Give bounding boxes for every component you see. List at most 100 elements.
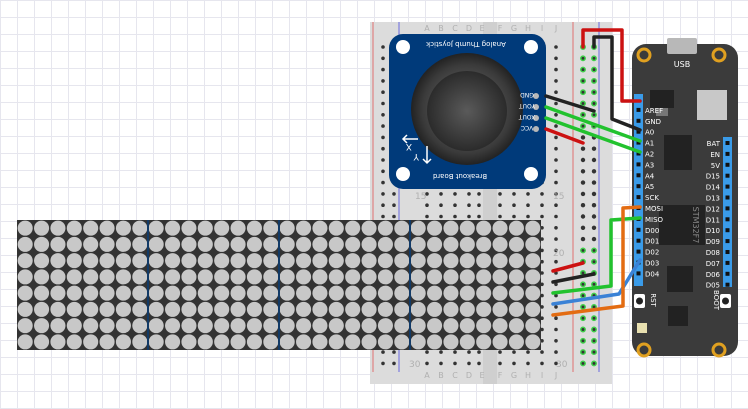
breadboard-hole[interactable]: [477, 361, 481, 366]
breadboard-hole[interactable]: [540, 214, 544, 219]
breadboard-hole[interactable]: [540, 350, 544, 354]
breadboard-hole[interactable]: [554, 316, 558, 321]
breadboard-hole[interactable]: [591, 180, 597, 185]
breadboard-hole[interactable]: [512, 214, 516, 219]
matrix-din-wire[interactable]: [551, 216, 642, 295]
breadboard-hole[interactable]: [554, 282, 558, 287]
breadboard-hole[interactable]: [591, 315, 597, 322]
joystick-knob-cap[interactable]: [427, 71, 507, 151]
breadboard-hole[interactable]: [554, 192, 558, 196]
mcu-pin[interactable]: [725, 173, 730, 178]
breadboard-hole[interactable]: [580, 292, 586, 299]
breadboard-hole[interactable]: [453, 361, 457, 366]
breadboard-hole[interactable]: [467, 350, 471, 354]
breadboard-hole[interactable]: [498, 192, 502, 196]
mcu-pin[interactable]: [725, 162, 730, 167]
matrix-gnd-wire[interactable]: [551, 272, 596, 284]
mcu-pin[interactable]: [636, 195, 641, 200]
breadboard-hole[interactable]: [425, 203, 429, 207]
breadboard-hole[interactable]: [425, 214, 429, 219]
breadboard-hole[interactable]: [453, 192, 457, 196]
breadboard-hole[interactable]: [591, 326, 597, 333]
breadboard-hole[interactable]: [477, 192, 481, 196]
stm32f7-board[interactable]: USB STM32F7 RST BOOT AREFGNDA0A1A2A3A4A5…: [632, 38, 738, 358]
ground-black-wire[interactable]: [592, 35, 642, 132]
mcu-pin[interactable]: [636, 140, 641, 145]
breadboard-hole[interactable]: [425, 361, 429, 366]
breadboard-hole[interactable]: [580, 146, 586, 151]
breadboard-hole[interactable]: [591, 169, 597, 174]
mcu-pin[interactable]: [725, 239, 730, 244]
breadboard-hole[interactable]: [580, 303, 586, 310]
breadboard-hole[interactable]: [580, 349, 586, 356]
breadboard-hole[interactable]: [392, 192, 396, 196]
mcu-pin[interactable]: [725, 184, 730, 189]
breadboard-hole[interactable]: [580, 236, 586, 242]
joystick-vcc-wire[interactable]: [544, 127, 585, 145]
breadboard-hole[interactable]: [591, 157, 597, 163]
mcu-pin[interactable]: [636, 227, 641, 232]
breadboard-hole[interactable]: [591, 236, 597, 242]
joystick-yout-wire[interactable]: [544, 105, 642, 143]
breadboard-hole[interactable]: [591, 281, 597, 288]
breadboard-hole[interactable]: [554, 79, 558, 83]
mcu-pin[interactable]: [725, 151, 730, 156]
breadboard-hole[interactable]: [381, 146, 385, 151]
breadboard-hole[interactable]: [591, 360, 597, 367]
breadboard-hole[interactable]: [498, 214, 502, 219]
breadboard-hole[interactable]: [425, 192, 429, 196]
breadboard-hole[interactable]: [591, 214, 597, 219]
breadboard-hole[interactable]: [591, 247, 597, 254]
breadboard-hole[interactable]: [381, 67, 385, 72]
breadboard-hole[interactable]: [591, 111, 597, 118]
breadboard-hole[interactable]: [554, 259, 558, 264]
breadboard-hole[interactable]: [554, 180, 558, 185]
mcu-pin[interactable]: [636, 162, 641, 167]
breadboard-hole[interactable]: [467, 192, 471, 196]
breadboard-hole[interactable]: [580, 360, 586, 367]
breadboard-hole[interactable]: [580, 225, 586, 230]
mcu-pin[interactable]: [725, 271, 730, 276]
breadboard-hole[interactable]: [381, 180, 385, 185]
breadboard-hole[interactable]: [392, 203, 396, 207]
mcu-pin[interactable]: [636, 118, 641, 123]
breadboard-hole[interactable]: [540, 259, 544, 264]
breadboard-hole[interactable]: [591, 258, 597, 265]
breadboard-hole[interactable]: [554, 90, 558, 94]
joystick-pin[interactable]: [533, 126, 539, 132]
breadboard-hole[interactable]: [580, 123, 586, 130]
breadboard-hole[interactable]: [453, 214, 457, 219]
breadboard-hole[interactable]: [554, 350, 558, 354]
mcu-pin[interactable]: [725, 206, 730, 211]
breadboard-hole[interactable]: [439, 203, 443, 207]
mcu-pin[interactable]: [636, 129, 641, 134]
breadboard-hole[interactable]: [591, 66, 597, 73]
breadboard-hole[interactable]: [477, 350, 481, 354]
breadboard-hole[interactable]: [392, 350, 396, 354]
breadboard-hole[interactable]: [554, 45, 558, 49]
breadboard-hole[interactable]: [540, 293, 544, 298]
breadboard-hole[interactable]: [580, 77, 586, 84]
breadboard-hole[interactable]: [580, 337, 586, 344]
breadboard-hole[interactable]: [554, 101, 558, 106]
joystick-pin[interactable]: [533, 93, 539, 99]
breadboard-hole[interactable]: [554, 158, 558, 162]
breadboard-hole[interactable]: [453, 350, 457, 354]
matrix-vcc-wire[interactable]: [551, 261, 585, 273]
breadboard-hole[interactable]: [381, 90, 385, 94]
breadboard-hole[interactable]: [554, 203, 558, 207]
breadboard-hole[interactable]: [526, 350, 530, 354]
joystick-gnd-wire[interactable]: [544, 94, 596, 113]
breadboard-hole[interactable]: [439, 214, 443, 219]
breadboard-hole[interactable]: [554, 135, 558, 140]
mcu-pin[interactable]: [725, 141, 730, 145]
breadboard-hole[interactable]: [540, 339, 544, 343]
breadboard-hole[interactable]: [580, 326, 586, 333]
breadboard-hole[interactable]: [381, 158, 385, 162]
breadboard-hole[interactable]: [512, 192, 516, 196]
breadboard-hole[interactable]: [580, 214, 586, 219]
breadboard-hole[interactable]: [554, 237, 558, 241]
mcu-pin[interactable]: [636, 151, 641, 156]
mcu-pin[interactable]: [725, 228, 730, 233]
breadboard-hole[interactable]: [498, 361, 502, 366]
